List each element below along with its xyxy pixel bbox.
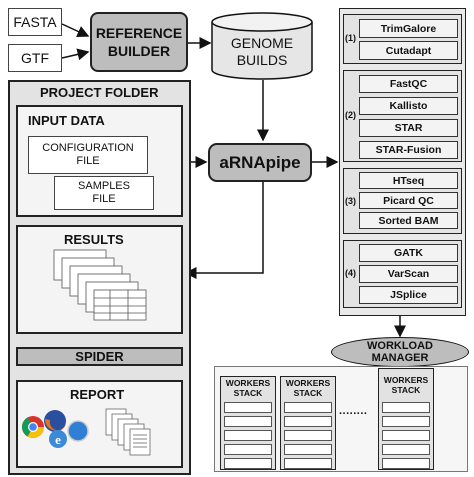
tool-group-1-number: (1) [345,33,356,43]
tool-htseq: HTseq [359,172,458,189]
worker-stack-1-slots [224,402,272,472]
worker-stack-2-slots [284,402,332,472]
workload-manager: WORKLOAD MANAGER [331,337,469,367]
tool-fastqc: FastQC [359,75,458,93]
input-data-title: INPUT DATA [28,113,105,128]
safari-icon [67,420,89,442]
ie-icon: e [49,430,67,448]
tool-group-4-number: (4) [345,268,356,278]
samples-file: SAMPLES FILE [54,176,154,210]
tool-cutadapt: Cutadapt [359,41,458,60]
tool-kallisto: Kallisto [359,97,458,115]
spider-box: SPIDER [16,347,183,366]
tool-star-fusion: STAR-Fusion [359,141,458,159]
pipe-to-results-arrow [184,182,264,279]
project-folder-title: PROJECT FOLDER [40,85,159,100]
spider-label: SPIDER [75,349,124,364]
arnapipe-label: aRNApipe [219,152,301,172]
fasta-file: FASTA [8,8,62,36]
document-stack-icon [105,408,151,456]
fasta-arrow [61,23,90,38]
results-title: RESULTS [64,232,124,247]
tool-varscan: VarScan [359,265,458,283]
tool-star: STAR [359,119,458,137]
arnapipe-box: aRNApipe [208,143,312,182]
chrome-icon [22,416,44,438]
report-title: REPORT [70,387,125,402]
fasta-label: FASTA [13,13,57,30]
firefox-icon [44,410,66,432]
tool-group-3-number: (3) [345,196,356,206]
tool-sorted-bam: Sorted BAM [359,212,458,229]
reference-builder-line1: REFERENCE [95,25,183,41]
configuration-file: CONFIGURATION FILE [28,136,148,174]
reference-builder: REFERENCE BUILDER [90,12,188,72]
svg-text:e: e [55,432,61,447]
gtf-file: GTF [8,44,62,72]
report-box [16,380,183,468]
tool-group-2-number: (2) [345,110,356,120]
worker-stack-3-slots [382,402,430,472]
workers-ellipsis: ........ [339,405,368,417]
tool-gatk: GATK [359,244,458,262]
tool-trimgalore: TrimGalore [359,19,458,38]
gtf-label: GTF [21,49,49,66]
reference-builder-line2: BUILDER [107,43,171,59]
tool-picard-qc: Picard QC [359,192,458,209]
tool-jsplice: JSplice [359,286,458,304]
gtf-arrow [61,48,90,61]
genome-builds-label: GENOME BUILDS [230,35,294,68]
